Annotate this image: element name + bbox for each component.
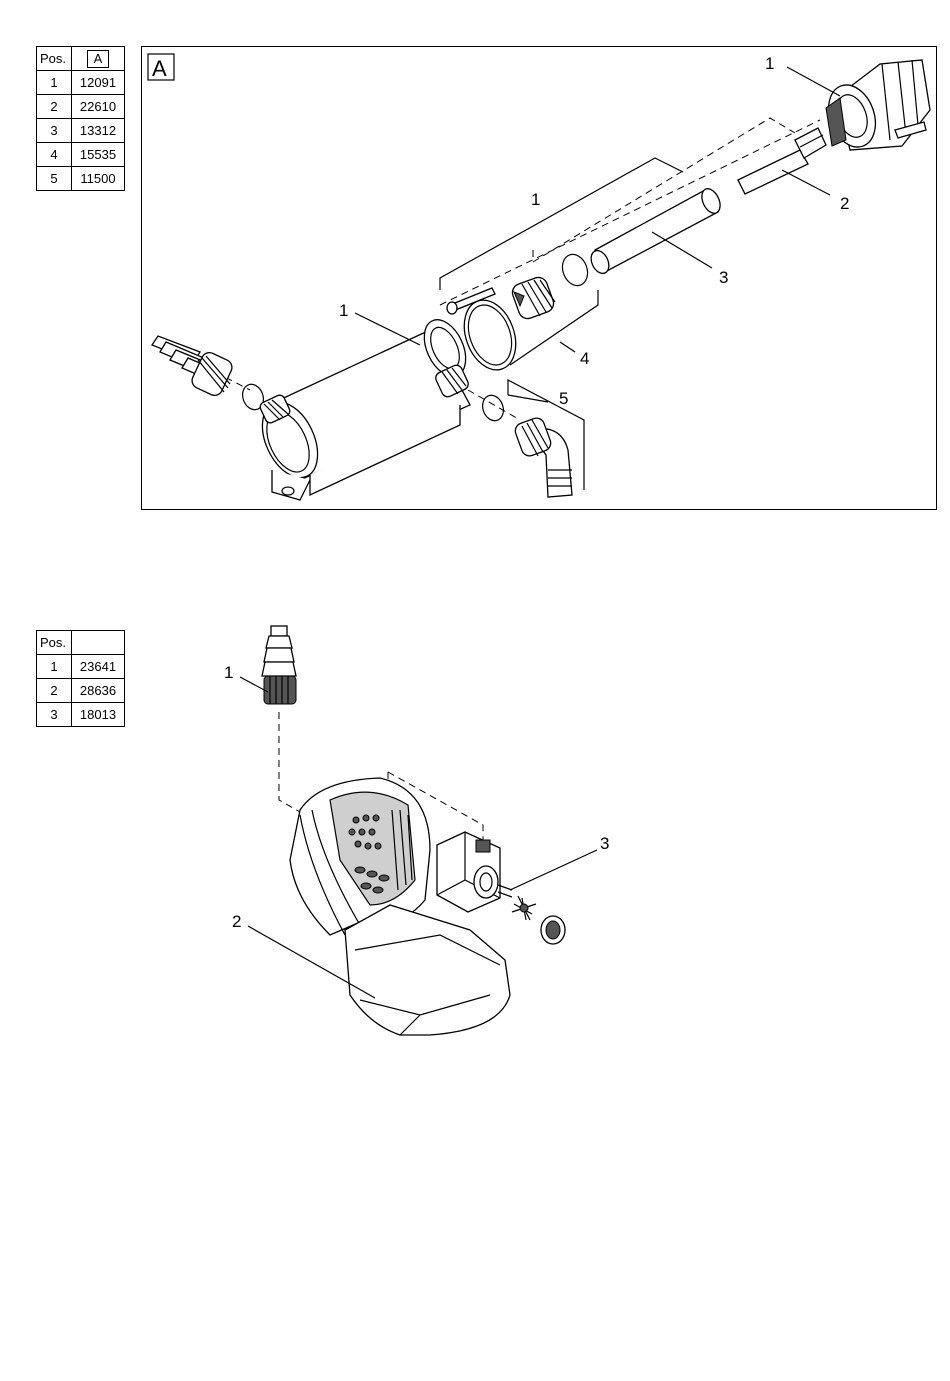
union-nut [510, 275, 556, 321]
callout-number: 2 [840, 194, 849, 213]
frame-label: A [152, 56, 167, 81]
ballast-head [820, 60, 930, 154]
axis-line [468, 390, 520, 420]
callout-number: 3 [600, 834, 609, 853]
callout-number: 5 [559, 389, 568, 408]
callout-number: 1 [531, 190, 540, 209]
leader-line [787, 67, 840, 96]
uvc-housing [251, 313, 474, 500]
impeller-cover [541, 916, 565, 944]
callout-number: 1 [224, 663, 233, 682]
leader-line [510, 850, 597, 890]
impeller [512, 896, 536, 920]
pump-body [437, 832, 512, 912]
callout-number: 2 [232, 912, 241, 931]
callout-number: 1 [339, 301, 348, 320]
leader-line [652, 232, 712, 268]
leader-line [355, 313, 420, 345]
axis-line [279, 712, 300, 812]
callout-number: 1 [765, 54, 774, 73]
hose-adapter [262, 626, 296, 704]
o-ring-outlet [479, 392, 507, 423]
diagram-a: A [148, 54, 930, 500]
axis-line [440, 120, 820, 305]
hose-connector-left [152, 336, 235, 398]
leader-line [782, 170, 830, 195]
uvc-lamp [738, 128, 826, 194]
leader-line [560, 342, 575, 352]
callout-number: 3 [719, 268, 728, 287]
diagram-b: 1 3 2 [224, 626, 609, 1035]
o-ring-small [558, 251, 591, 289]
callout-number: 4 [580, 349, 589, 368]
